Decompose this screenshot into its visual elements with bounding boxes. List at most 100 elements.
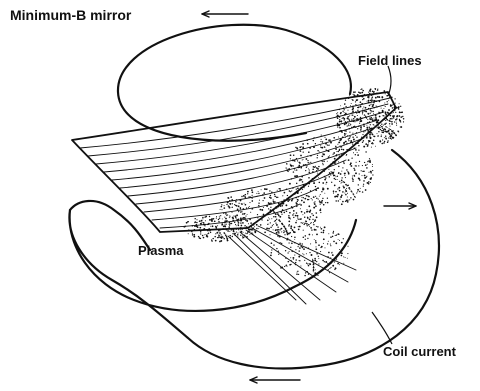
stipple-dot bbox=[337, 255, 338, 256]
stipple-dot bbox=[355, 135, 356, 136]
stipple-dot bbox=[324, 247, 325, 248]
stipple-dot bbox=[234, 222, 235, 223]
stipple-dot bbox=[333, 190, 335, 192]
stipple-dot bbox=[261, 209, 263, 211]
stipple-dot bbox=[360, 120, 362, 122]
stipple-dot bbox=[339, 116, 340, 117]
stipple-dot bbox=[384, 137, 385, 138]
stipple-dot bbox=[312, 260, 314, 262]
stipple-dot bbox=[298, 165, 300, 167]
stipple-dot bbox=[289, 190, 291, 192]
stipple-dot bbox=[403, 121, 404, 122]
stipple-dot bbox=[312, 199, 313, 200]
stipple-dot bbox=[365, 116, 366, 117]
stipple-dot bbox=[338, 142, 339, 143]
stipple-dot bbox=[352, 107, 354, 109]
stipple-dot bbox=[353, 194, 354, 195]
stipple-dot bbox=[293, 171, 294, 172]
stipple-dot bbox=[315, 246, 316, 247]
stipple-dot bbox=[328, 269, 329, 270]
stipple-dot bbox=[332, 236, 334, 238]
stipple-dot bbox=[258, 193, 259, 194]
stipple-dot bbox=[340, 199, 341, 200]
stipple-dot bbox=[363, 180, 365, 182]
stipple-dot bbox=[360, 129, 362, 131]
stipple-dot bbox=[249, 196, 250, 197]
stipple-dot bbox=[355, 142, 356, 143]
stipple-dot bbox=[251, 225, 252, 226]
stipple-dot bbox=[265, 215, 267, 217]
stipple-dot bbox=[245, 233, 246, 234]
stipple-dot bbox=[304, 275, 305, 276]
stipple-dot bbox=[240, 220, 241, 221]
stipple-dot bbox=[381, 136, 382, 137]
stipple-dot bbox=[355, 121, 356, 122]
stipple-dot bbox=[391, 121, 393, 123]
stipple-dot bbox=[321, 202, 322, 203]
stipple-dot bbox=[345, 177, 346, 178]
stipple-dot bbox=[343, 263, 344, 264]
stipple-dot bbox=[271, 252, 273, 254]
stipple-dot bbox=[295, 259, 297, 261]
stipple-dot bbox=[317, 173, 318, 174]
stipple-dot bbox=[386, 104, 387, 105]
stipple-dot bbox=[323, 243, 324, 244]
stipple-dot bbox=[311, 229, 312, 230]
stipple-dot bbox=[341, 182, 342, 183]
stipple-dot bbox=[344, 173, 346, 175]
stipple-dot bbox=[238, 205, 240, 207]
stipple-dot bbox=[356, 120, 358, 122]
stipple-dot bbox=[354, 116, 356, 118]
stipple-dot bbox=[375, 88, 376, 89]
stipple-dot bbox=[322, 260, 324, 262]
stipple-dot bbox=[360, 101, 362, 103]
stipple-dot bbox=[279, 216, 281, 218]
stipple-dot bbox=[245, 216, 246, 217]
stipple-dot bbox=[296, 177, 297, 178]
stipple-dot bbox=[381, 96, 383, 98]
stipple-dot bbox=[330, 142, 332, 144]
stipple-dot bbox=[297, 215, 299, 217]
stipple-dot bbox=[360, 128, 361, 129]
stipple-dot bbox=[334, 196, 336, 198]
stipple-dot bbox=[285, 258, 286, 259]
stipple-dot bbox=[308, 168, 309, 169]
stipple-dot bbox=[267, 224, 268, 225]
stipple-dot bbox=[290, 247, 291, 248]
stipple-dot bbox=[336, 116, 337, 117]
stipple-dot bbox=[279, 221, 281, 223]
stipple-dot bbox=[318, 256, 319, 257]
stipple-dot bbox=[202, 217, 204, 219]
stipple-dot bbox=[353, 118, 355, 120]
stipple-dot bbox=[309, 211, 310, 212]
stipple-dot bbox=[338, 161, 339, 162]
stipple-dot bbox=[369, 127, 370, 128]
stipple-dot bbox=[390, 129, 391, 130]
stipple-dot bbox=[389, 133, 391, 135]
stipple-dot bbox=[298, 196, 299, 197]
stipple-dot bbox=[280, 205, 282, 207]
stipple-dot bbox=[335, 162, 336, 163]
stipple-dot bbox=[387, 141, 389, 143]
stipple-dot bbox=[400, 121, 401, 122]
stipple-dot bbox=[300, 218, 301, 219]
stipple-dot bbox=[396, 123, 397, 124]
stipple-dot bbox=[307, 199, 308, 200]
stipple-dot bbox=[260, 224, 262, 226]
stipple-dot bbox=[359, 178, 360, 179]
stipple-dot bbox=[273, 201, 275, 203]
stipple-dot bbox=[225, 218, 227, 220]
stipple-dot bbox=[368, 142, 369, 143]
stipple-dot bbox=[281, 211, 283, 213]
stipple-dot bbox=[313, 180, 315, 182]
stipple-dot bbox=[294, 175, 296, 177]
stipple-dot bbox=[323, 154, 324, 155]
stipple-dot bbox=[264, 197, 266, 199]
stipple-dot bbox=[268, 217, 269, 218]
stipple-dot bbox=[387, 140, 388, 141]
stipple-dot bbox=[293, 217, 294, 218]
stipple-dot bbox=[250, 212, 251, 213]
stipple-dot bbox=[366, 135, 367, 136]
stipple-dot bbox=[306, 253, 307, 254]
stipple-dot bbox=[291, 178, 293, 180]
